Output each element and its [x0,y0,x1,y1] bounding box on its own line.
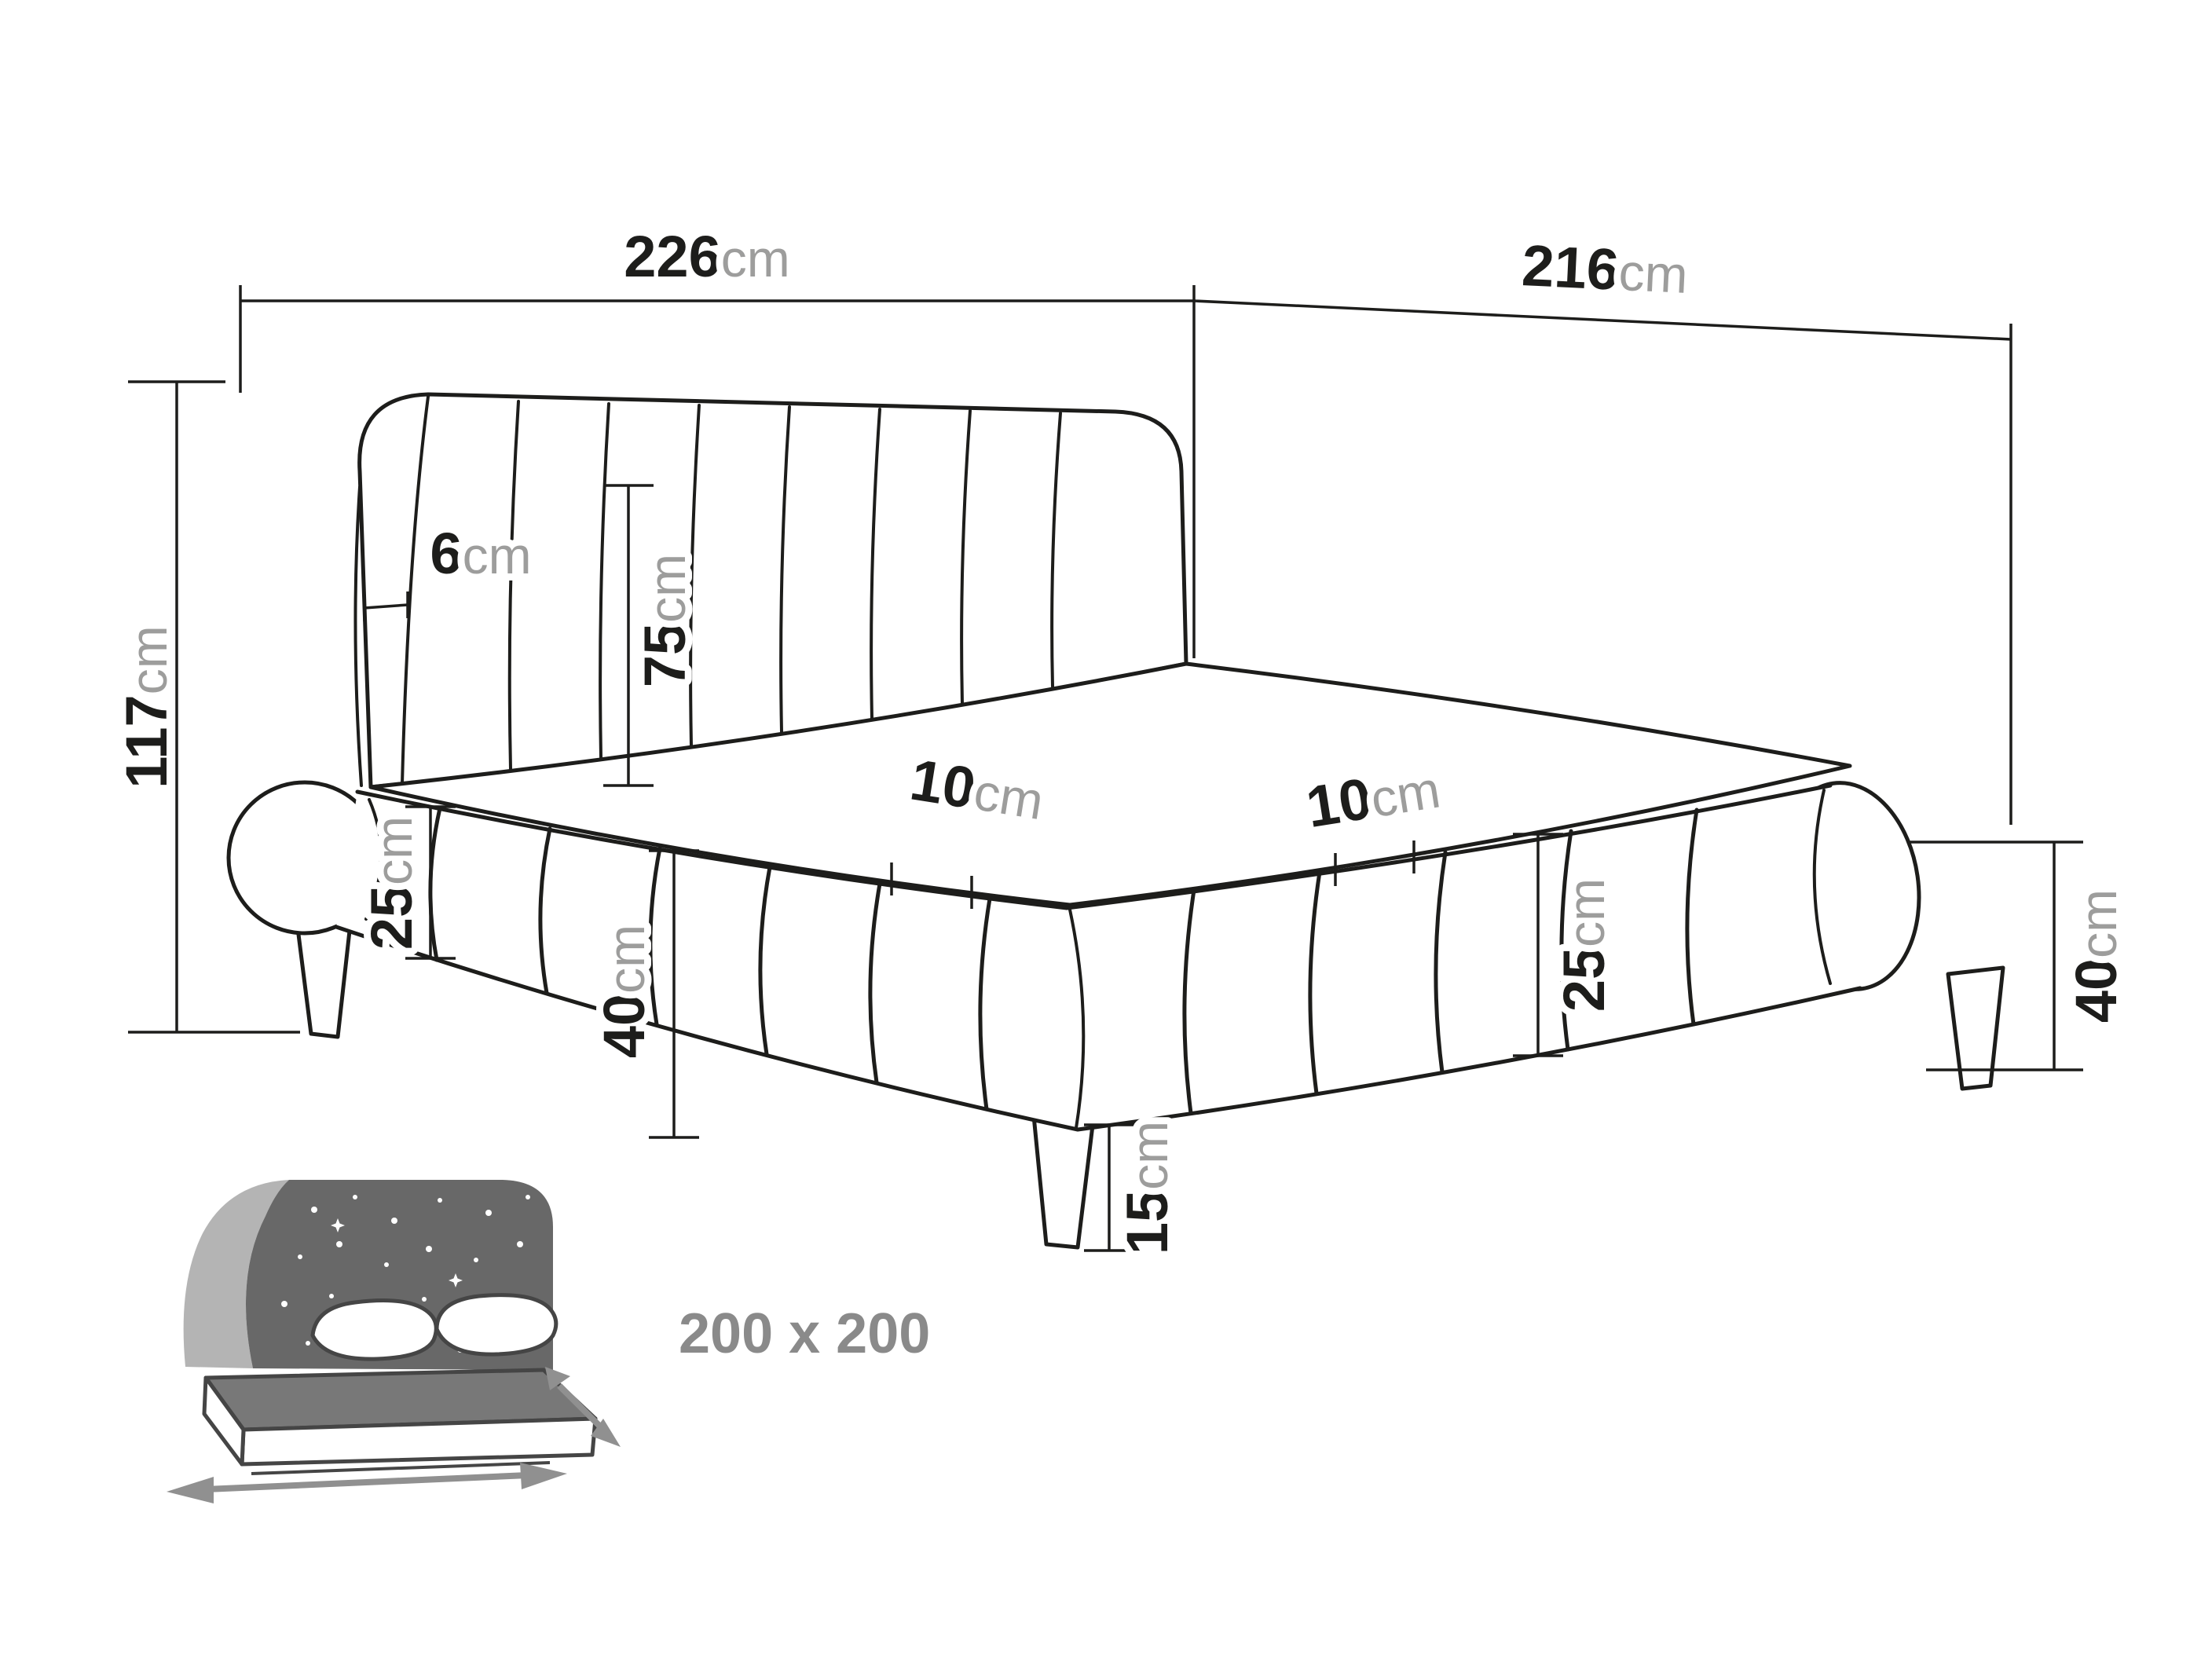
dim-frame-height-front-label: 40cm [591,925,657,1058]
dim-side-depth-label: 216cm [1521,233,1690,306]
dim-rail-height-right: 25cm [1513,833,1624,1057]
icon-pillow-right [434,1293,558,1357]
dim-strap-gap-left: 10cm [890,740,1054,909]
dim-frame-height-side: 40cm [1909,840,2136,1071]
dim-frame-height-side-label: 40cm [2064,889,2129,1023]
dim-frame-height-front: 40cm [584,849,699,1139]
icon-width-arrow [167,1463,567,1503]
mattress-top [368,661,1852,907]
dim-headboard-edge: 6cm [363,514,539,621]
dim-top-width: 226cm [239,217,1196,658]
icon-pillow-left [310,1298,438,1361]
mattress-size-label: 200 x 200 [679,1302,930,1365]
icon-mattress-side [202,1375,246,1467]
dim-total-height: 117cm [107,380,300,1034]
icon-headboard-light-band [183,1180,289,1368]
dim-rail-height-left: 25cm [352,805,456,960]
dim-total-height-label: 117cm [114,625,179,788]
dim-side-depth: 216cm [1193,225,2012,825]
dim-leg-height-label: 15cm [1115,1121,1180,1254]
dim-leg-height: 15cm [1084,1114,1187,1262]
dim-headboard-height-label: 75cm [632,554,698,687]
icon-base-line [251,1461,551,1475]
bed-line-drawing [226,392,2005,1250]
dim-rail-height-left-label: 25cm [359,816,424,950]
dim-strap-gap-left-label: 10cm [906,747,1048,833]
dim-top-width-label: 226cm [624,224,789,289]
dim-headboard-edge-label: 6cm [430,521,531,586]
icon-depth-arrow [545,1367,621,1447]
mattress-size-icon: 200 x 200 [167,1180,934,1503]
dimension-annotations: 226cm 216cm 117cm 6cm 75cm [107,217,2136,1262]
dim-headboard-height: 75cm [603,484,705,787]
frame-rails [226,780,1921,1132]
dim-rail-height-right-label: 25cm [1551,878,1617,1012]
